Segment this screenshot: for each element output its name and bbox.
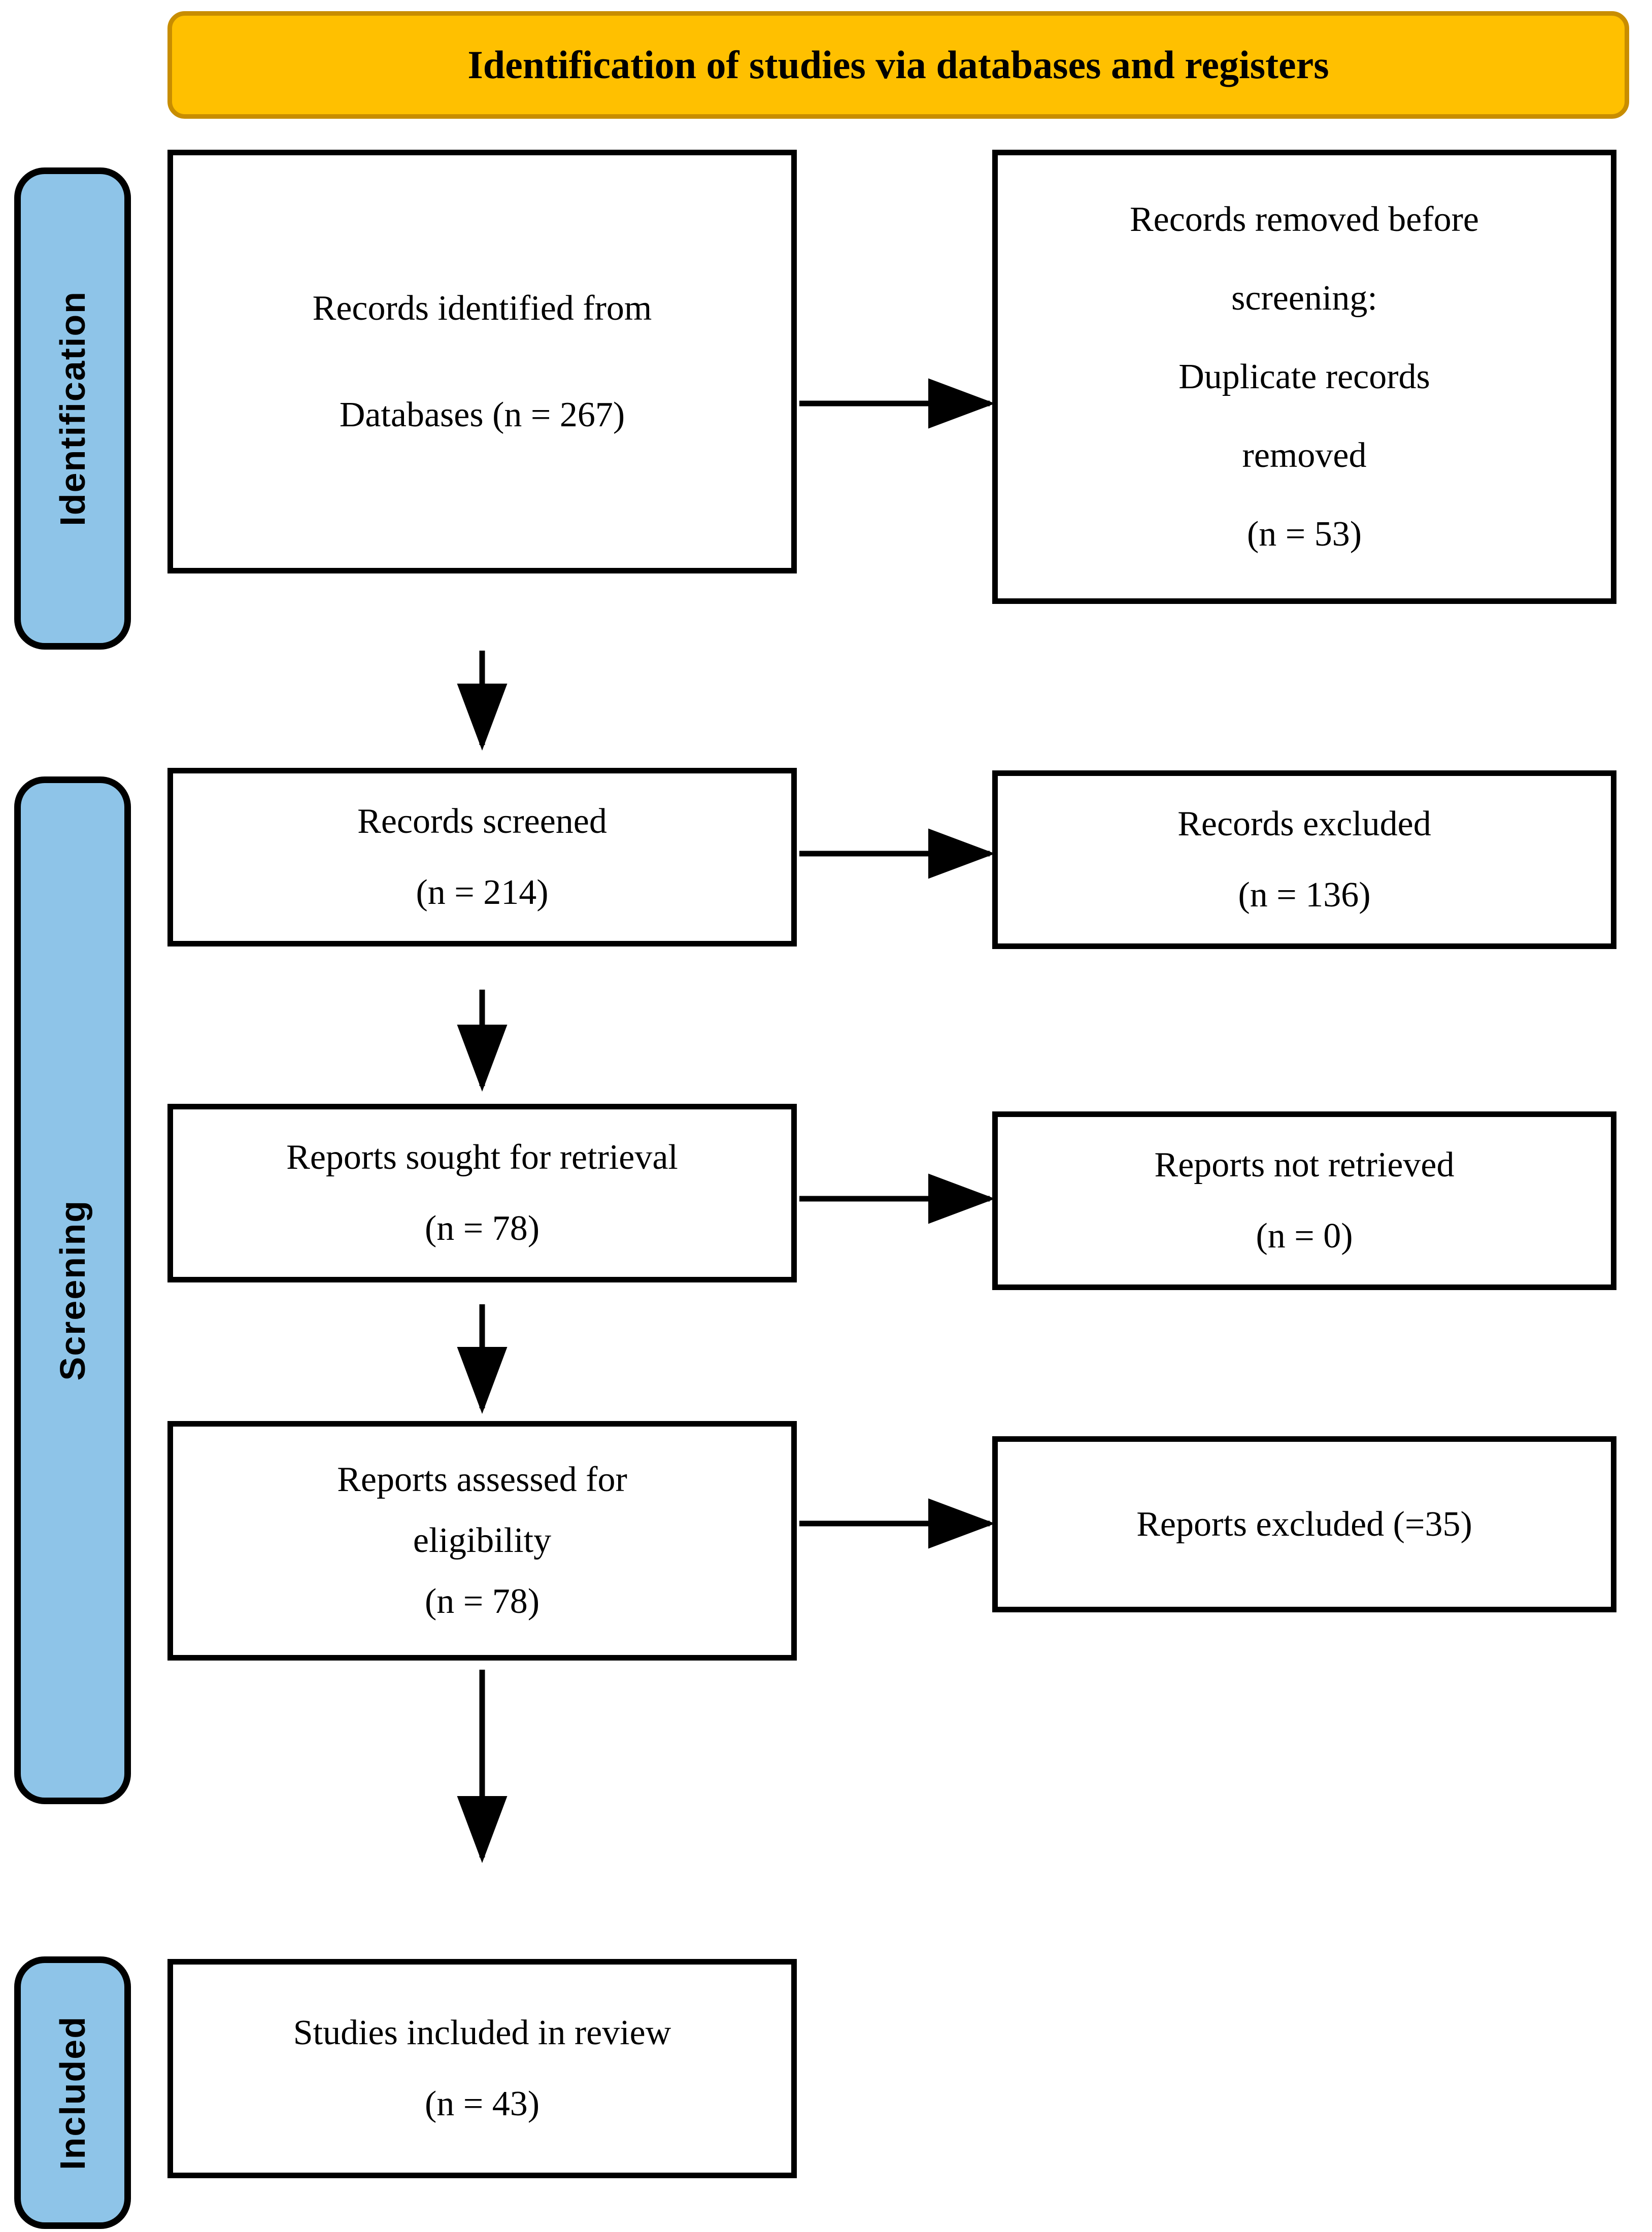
box-text-line: screening: (1231, 279, 1377, 318)
box-text-line: Studies included in review (293, 2013, 671, 2052)
box-records-removed: Records removed before screening: Duplic… (992, 150, 1616, 604)
banner-title: Identification of studies via databases … (167, 11, 1629, 119)
banner-title-text: Identification of studies via databases … (467, 43, 1329, 87)
box-text-line: Records excluded (1177, 804, 1431, 843)
stage-identification-label: Identification (53, 291, 92, 526)
box-text-line: (n = 78) (424, 1209, 540, 1248)
stage-identification: Identification (14, 167, 131, 650)
box-text-line: Duplicate records (1178, 357, 1430, 396)
box-records-identified: Records identified from Databases (n = 2… (167, 150, 797, 573)
box-text-line: Records identified from (312, 288, 652, 328)
box-text-line: Records screened (357, 802, 607, 841)
box-records-screened: Records screened (n = 214) (167, 768, 797, 946)
box-reports-excluded: Reports excluded (=35) (992, 1436, 1616, 1612)
box-text-line: Records removed before (1129, 200, 1479, 239)
box-reports-sought: Reports sought for retrieval (n = 78) (167, 1104, 797, 1282)
box-text-line: Reports sought for retrieval (286, 1138, 678, 1177)
box-text-line: Databases (n = 267) (339, 395, 625, 434)
box-text-line: Reports assessed for (337, 1460, 627, 1499)
box-text-line: (n = 136) (1238, 875, 1371, 915)
box-text-line: (n = 53) (1246, 515, 1362, 554)
box-studies-included: Studies included in review (n = 43) (167, 1959, 797, 2178)
box-reports-not-retrieved: Reports not retrieved (n = 0) (992, 1111, 1616, 1290)
box-text-line: Reports excluded (=35) (1136, 1504, 1472, 1544)
stage-included: Included (14, 1956, 131, 2229)
box-text-line: Reports not retrieved (1154, 1145, 1455, 1185)
box-text-line: (n = 0) (1256, 1216, 1353, 1256)
stage-screening-label: Screening (53, 1200, 92, 1381)
stage-screening: Screening (14, 776, 131, 1804)
box-text-line: (n = 43) (424, 2084, 540, 2123)
box-text-line: eligibility (413, 1521, 552, 1560)
box-text-line: (n = 78) (424, 1582, 540, 1621)
box-records-excluded: Records excluded (n = 136) (992, 770, 1616, 949)
box-text-line: removed (1242, 436, 1367, 475)
box-text-line: (n = 214) (416, 873, 549, 912)
box-reports-assessed: Reports assessed for eligibility (n = 78… (167, 1421, 797, 1661)
stage-included-label: Included (53, 2015, 92, 2170)
